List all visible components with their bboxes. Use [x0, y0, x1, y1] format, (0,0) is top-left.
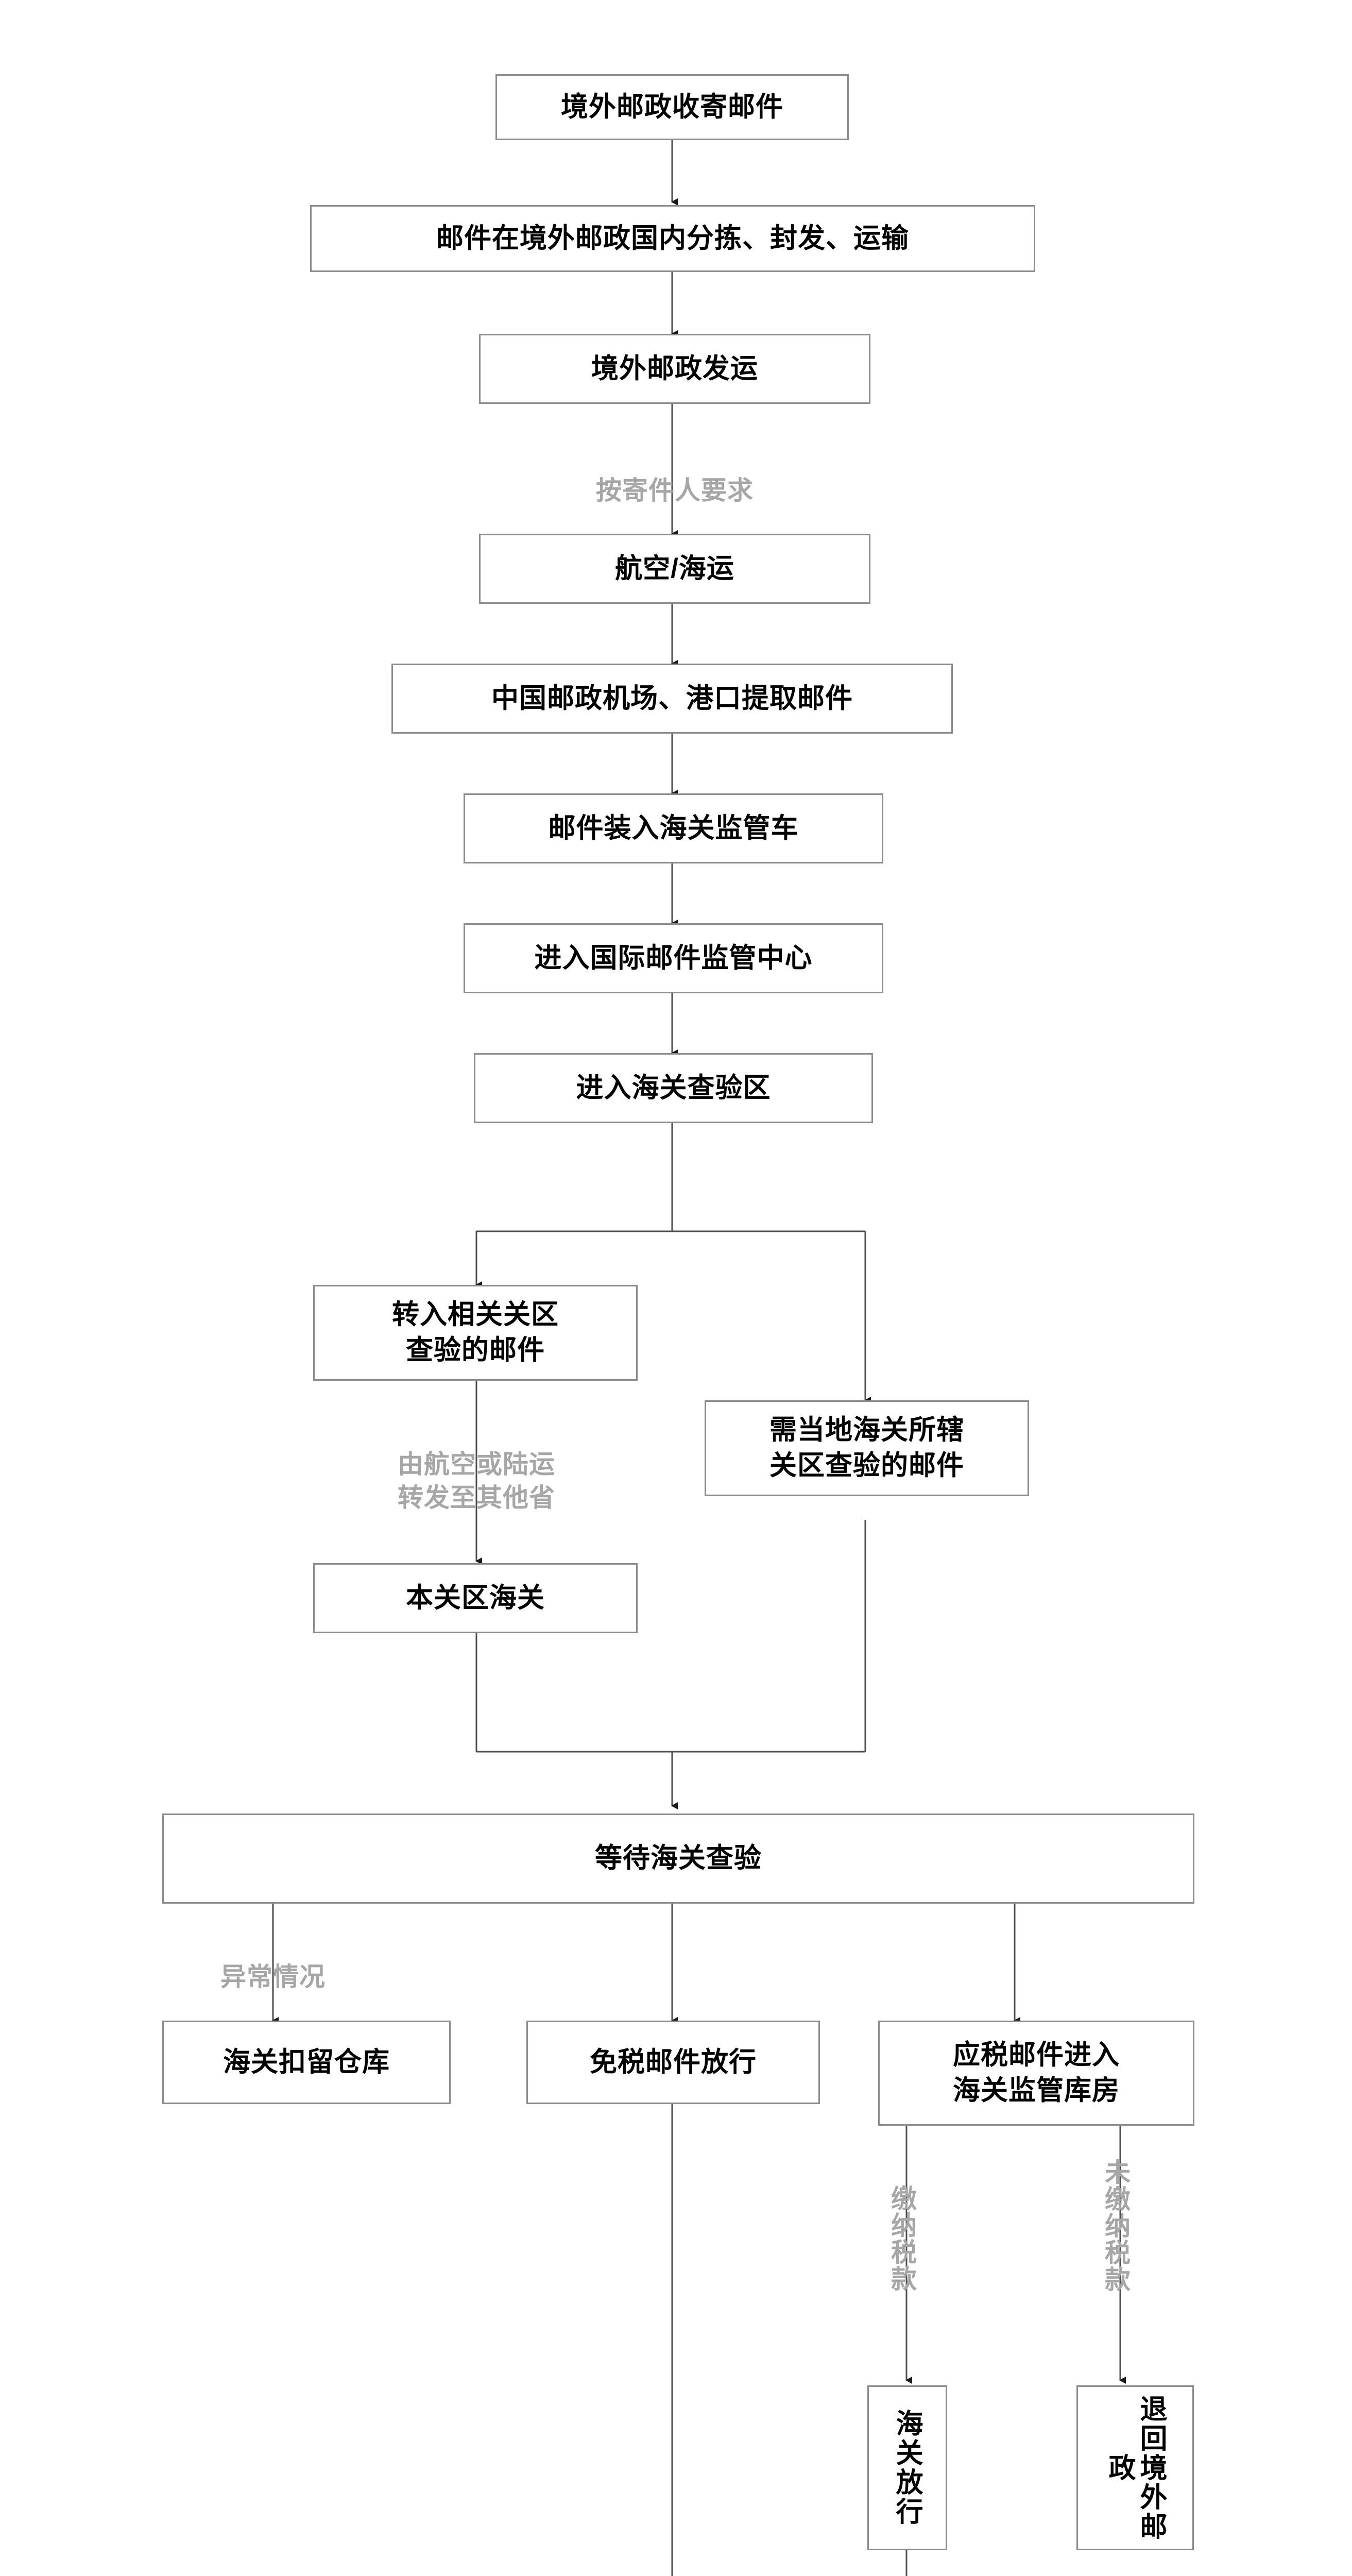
node-label: 进入海关查验区 — [576, 1072, 771, 1103]
node-label: 邮件在境外邮政国内分拣、封发、运输 — [436, 223, 909, 253]
edge-label-tax-unpaid: 未缴纳税款 — [1101, 2143, 1154, 2308]
node-label: 本关区海关 — [406, 1582, 545, 1613]
node-enter-customs-inspection-zone[interactable]: 进入海关查验区 — [474, 1053, 873, 1123]
edge-label-text: 按寄件人要求 — [596, 476, 754, 505]
edge-label-text: 异常情况 — [220, 1962, 326, 1991]
edge-label-text: 由航空或陆运 转发至其他省 — [398, 1450, 555, 1512]
node-label: 海关扣留仓库 — [223, 2046, 390, 2077]
node-overseas-post-acceptance[interactable]: 境外邮政收寄邮件 — [495, 74, 849, 140]
node-label: 海关放行 — [892, 2409, 922, 2527]
node-duty-free-release[interactable]: 免税邮件放行 — [526, 2021, 820, 2104]
node-label: 应税邮件进入 海关监管库房 — [953, 2040, 1120, 2106]
node-label: 境外邮政收寄邮件 — [561, 91, 783, 122]
node-label: 等待海关查验 — [595, 1843, 762, 1874]
node-label: 境外邮政发运 — [591, 353, 758, 384]
node-overseas-sorting-dispatch-transport[interactable]: 邮件在境外邮政国内分拣、封发、运输 — [310, 205, 1035, 272]
node-label: 退回境外邮政 — [1105, 2394, 1167, 2541]
node-customs-detention-warehouse[interactable]: 海关扣留仓库 — [162, 2021, 451, 2104]
edge-label-tax-paid: 缴纳税款 — [887, 2172, 940, 2306]
node-customs-release[interactable]: 海关放行 — [867, 2385, 947, 2550]
node-label: 航空/海运 — [615, 553, 734, 584]
node-label: 转入相关关区 查验的邮件 — [392, 1299, 559, 1365]
node-await-customs-inspection[interactable]: 等待海关查验 — [162, 1814, 1194, 1904]
edge-label-air-or-land-forward: 由航空或陆运 转发至其他省 — [330, 1414, 623, 1515]
node-taxable-mail-to-supervised-warehouse[interactable]: 应税邮件进入 海关监管库房 — [878, 2021, 1194, 2126]
edge-label-sender-request: 按寄件人要求 — [536, 440, 814, 507]
node-air-or-sea[interactable]: 航空/海运 — [479, 534, 870, 604]
edge-label-text: 缴纳税款 — [887, 2185, 916, 2292]
node-label: 需当地海关所辖 关区查验的邮件 — [769, 1415, 964, 1481]
node-load-customs-vehicle[interactable]: 邮件装入海关监管车 — [464, 793, 883, 863]
node-label: 中国邮政机场、港口提取邮件 — [491, 683, 853, 714]
node-china-post-pickup[interactable]: 中国邮政机场、港口提取邮件 — [391, 664, 953, 734]
node-enter-intl-mail-supervision-center[interactable]: 进入国际邮件监管中心 — [464, 923, 883, 993]
node-label: 免税邮件放行 — [590, 2046, 757, 2077]
edge-label-text: 未缴纳税款 — [1101, 2159, 1130, 2293]
node-return-to-overseas-post[interactable]: 退回境外邮政 — [1076, 2385, 1194, 2550]
node-label: 进入国际邮件监管中心 — [534, 942, 813, 973]
node-local-customs-district-inspection[interactable]: 需当地海关所辖 关区查验的邮件 — [705, 1400, 1029, 1496]
node-overseas-post-shipment[interactable]: 境外邮政发运 — [479, 334, 870, 404]
node-transfer-to-related-district[interactable]: 转入相关关区 查验的邮件 — [313, 1285, 638, 1381]
node-local-customs-office[interactable]: 本关区海关 — [313, 1563, 638, 1633]
edge-label-abnormal-situation: 异常情况 — [165, 1927, 381, 1994]
node-label: 邮件装入海关监管车 — [548, 812, 799, 843]
